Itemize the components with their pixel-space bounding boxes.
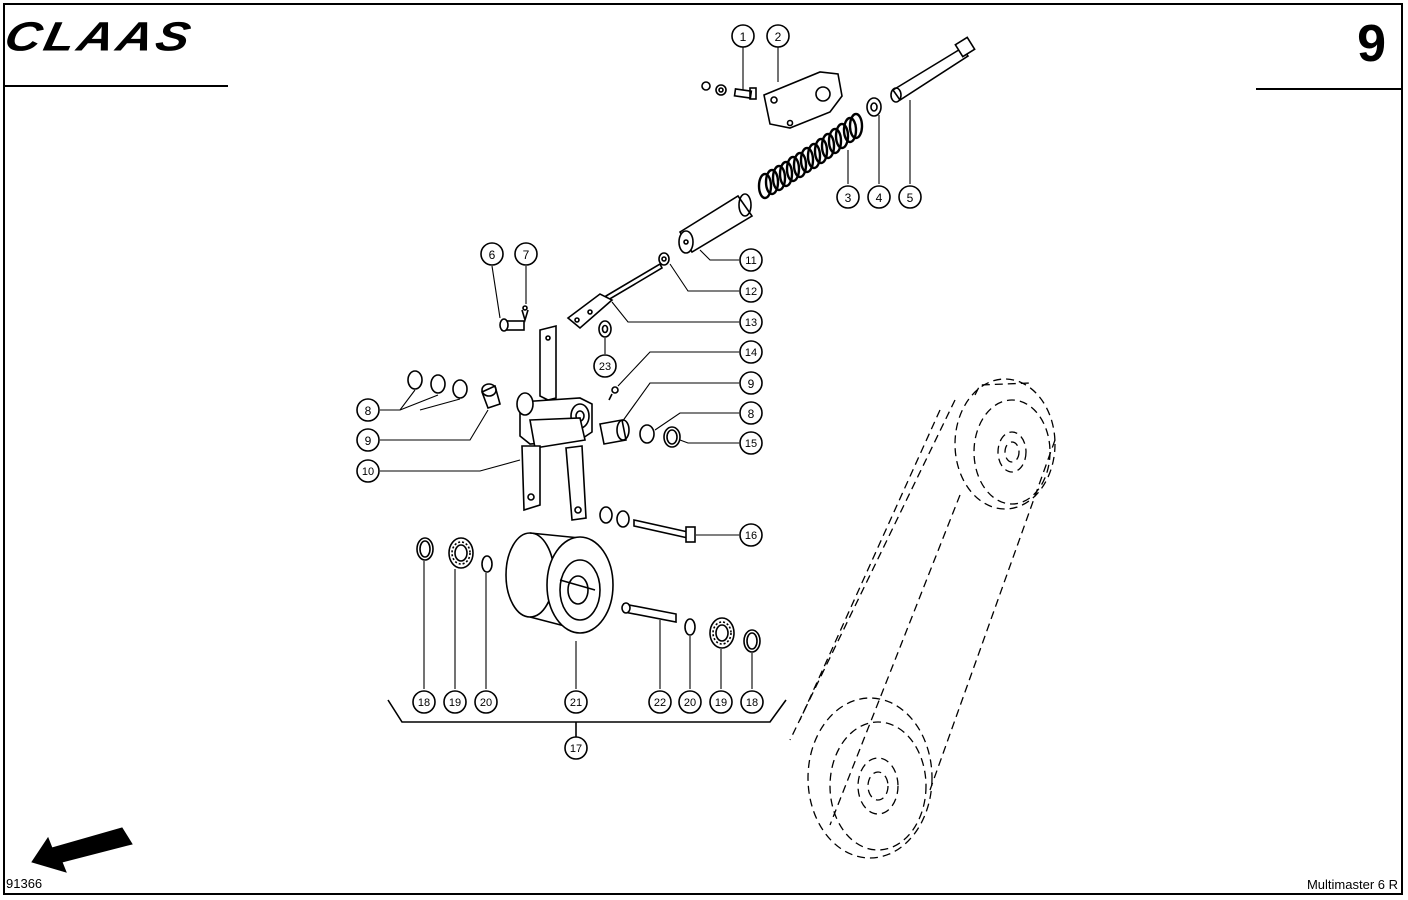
svg-text:17: 17 <box>570 743 582 755</box>
part-circlip-18-right <box>743 629 761 653</box>
callout-8-left: 8 <box>356 398 380 422</box>
callout-20-left: 20 <box>474 690 498 714</box>
svg-text:14: 14 <box>745 347 757 359</box>
callout-12: 12 <box>739 279 763 303</box>
svg-text:3: 3 <box>845 191 852 205</box>
part-shaft-22 <box>621 602 677 623</box>
callout-13: 13 <box>739 310 763 334</box>
part-lever-10 <box>516 324 593 521</box>
part-pin-5 <box>890 36 976 103</box>
callout-15: 15 <box>739 431 763 455</box>
callout-18-left: 18 <box>412 690 436 714</box>
svg-text:20: 20 <box>480 697 492 709</box>
part-spring-3 <box>757 112 864 200</box>
part-bush-9-right <box>599 419 630 445</box>
svg-text:21: 21 <box>570 697 582 709</box>
leader-lines <box>380 47 911 689</box>
part-pin-6 <box>499 318 525 332</box>
part-bush-9-left <box>480 383 501 410</box>
part-washer-8-right <box>639 424 655 444</box>
svg-text:5: 5 <box>907 191 914 205</box>
part-sleeve-11 <box>678 193 754 254</box>
part-bolt-16 <box>633 519 696 543</box>
callout-9-left: 9 <box>356 428 380 452</box>
part-nut-washer-16 <box>599 506 630 528</box>
svg-text:12: 12 <box>745 286 757 298</box>
svg-text:8: 8 <box>365 404 372 418</box>
callout-17: 17 <box>564 736 588 760</box>
callout-23: 23 <box>593 354 617 378</box>
svg-text:7: 7 <box>523 248 530 262</box>
svg-text:19: 19 <box>715 697 727 709</box>
svg-text:9: 9 <box>365 434 372 448</box>
part-bearing-19-left <box>448 537 474 569</box>
svg-text:23: 23 <box>599 361 611 373</box>
svg-text:20: 20 <box>684 697 696 709</box>
callout-19-left: 19 <box>443 690 467 714</box>
svg-text:1: 1 <box>740 30 747 44</box>
part-bracket-2 <box>763 71 843 129</box>
callout-7: 7 <box>514 242 538 266</box>
part-nut-12 <box>658 252 670 266</box>
callout-11: 11 <box>739 248 763 272</box>
part-grease-nipple-14 <box>608 386 619 401</box>
part-nut-washer <box>701 81 727 96</box>
callout-20-right: 20 <box>678 690 702 714</box>
callout-22: 22 <box>648 690 672 714</box>
model-name: Multimaster 6 R <box>1306 877 1398 892</box>
part-ring-20-left <box>481 555 493 573</box>
svg-text:19: 19 <box>449 697 461 709</box>
callout-18-right: 18 <box>740 690 764 714</box>
header-rule-left <box>5 85 228 87</box>
part-bolt-1 <box>733 87 757 100</box>
callout-8-right: 8 <box>739 401 763 425</box>
svg-text:8: 8 <box>748 407 755 421</box>
callout-16: 16 <box>739 523 763 547</box>
svg-text:9: 9 <box>748 377 755 391</box>
callout-5: 5 <box>898 185 922 209</box>
part-circlip-18-left <box>416 537 434 561</box>
svg-text:18: 18 <box>418 697 430 709</box>
group-17-bracket <box>387 699 787 723</box>
drawing-code: 91366 <box>6 876 43 891</box>
callout-1: 1 <box>731 24 755 48</box>
part-rod-13 <box>566 262 664 330</box>
svg-text:22: 22 <box>654 697 666 709</box>
part-washer-23 <box>598 320 612 338</box>
belt-drive-outline <box>789 378 1056 859</box>
drawing-frame <box>3 3 1403 895</box>
part-washers-8-left <box>407 370 468 399</box>
header-rule-right <box>1256 88 1401 90</box>
part-washer-4 <box>866 97 882 117</box>
callout-14: 14 <box>739 340 763 364</box>
callout-4: 4 <box>867 185 891 209</box>
arrow-down-left-icon <box>31 827 133 873</box>
part-pulley-21 <box>505 532 614 634</box>
page-number: 9 <box>1357 15 1386 73</box>
part-circlip-15 <box>663 426 681 448</box>
svg-text:16: 16 <box>745 530 757 542</box>
callout-19-right: 19 <box>709 690 733 714</box>
callout-6: 6 <box>480 242 504 266</box>
svg-text:10: 10 <box>362 466 374 478</box>
callout-21: 21 <box>564 690 588 714</box>
callout-9-right: 9 <box>739 371 763 395</box>
svg-text:11: 11 <box>745 255 756 267</box>
callout-10: 10 <box>356 459 380 483</box>
svg-text:4: 4 <box>876 191 883 205</box>
callout-2: 2 <box>766 24 790 48</box>
callout-3: 3 <box>836 185 860 209</box>
part-bearing-19-right <box>709 617 735 649</box>
part-ring-20-right <box>684 618 696 636</box>
svg-text:18: 18 <box>746 697 758 709</box>
svg-text:6: 6 <box>489 248 496 262</box>
svg-text:13: 13 <box>745 317 757 329</box>
svg-text:2: 2 <box>775 30 782 44</box>
part-split-pin-7 <box>521 305 529 323</box>
svg-text:15: 15 <box>745 438 757 450</box>
